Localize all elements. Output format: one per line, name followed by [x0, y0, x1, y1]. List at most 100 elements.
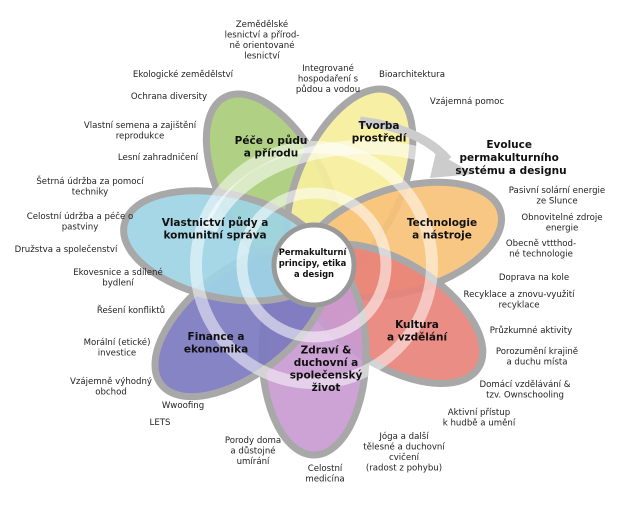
outer-label-line: Průzkumné aktivity — [490, 325, 572, 336]
outer-label-line: půdou a vodou — [296, 84, 360, 95]
outer-label-line: Ekovesnice a sdílené — [73, 267, 163, 278]
outer-label-line: Řešení konfliktů — [97, 305, 165, 316]
outer-label-line: Ekologické zemědělství — [133, 69, 234, 80]
outer-label-line: Obecně vttthod- — [506, 238, 576, 249]
outer-label-line: bydlení — [102, 279, 134, 289]
outer-label-line: Zemědělské — [236, 19, 288, 30]
outer-label-line: Vzájemně výhodný — [70, 376, 152, 387]
outer-label-line: Domácí vzdělávání & — [480, 379, 571, 390]
outer-label-line: Recyklace a znovu-využití — [464, 290, 576, 300]
petal-title-line: život — [312, 382, 341, 394]
evolution-arrow-head — [430, 152, 474, 178]
outer-label: Bioarchitektura — [379, 70, 445, 80]
center-title-line: Permakulturní — [279, 247, 348, 257]
outer-label: Průzkumné aktivity — [490, 325, 572, 336]
outer-label: Lesní zahradničení — [118, 152, 199, 163]
center-title: Permakulturní principy, etika a design — [279, 247, 350, 279]
outer-label-line: a důstojné — [230, 446, 275, 457]
outer-label-line: Aktivní přístup — [448, 408, 510, 418]
petal-title-line: a vzdělání — [387, 331, 448, 343]
outer-label-line: cvičení — [389, 452, 420, 463]
outer-label-line: ze Slunce — [536, 197, 577, 207]
petal-title-line: společenský — [290, 369, 363, 381]
outer-label: Řešení konfliktů — [97, 305, 165, 316]
evolution-title: Evoluce permakulturního systému a design… — [455, 139, 566, 177]
center-title-line: a design — [294, 269, 334, 279]
outer-label-line: Wwoofing — [162, 401, 204, 411]
outer-label-line: Šetrná údržba za pomocí — [36, 175, 144, 187]
outer-label: Ochrana diversity — [131, 92, 207, 102]
petal-title-line: komunitní správa — [163, 229, 266, 241]
outer-label-line: ně orientované — [229, 40, 294, 51]
outer-label-line: Pasivní solární energie — [509, 186, 605, 196]
outer-label-line: Morální (etické) — [84, 337, 151, 348]
petal-title-line: Zdraví & — [301, 344, 352, 356]
outer-label: Obecně vttthod-né technologie — [506, 238, 576, 260]
evolution-heading-line: Evoluce — [486, 139, 532, 151]
outer-label: Domácí vzdělávání &tzv. Ownschooling — [480, 379, 571, 401]
evolution-spiral-arc — [203, 140, 443, 233]
center-circle — [271, 222, 357, 308]
outer-label-line: k hudbě a umění — [443, 418, 516, 429]
outer-label-line: reprodukce — [116, 132, 165, 142]
outer-label-line: Doprava na kole — [499, 273, 569, 283]
outer-label-line: Porody doma — [225, 436, 281, 446]
evolution-heading-line: systému a designu — [455, 165, 566, 177]
outer-label: Wwoofing — [162, 401, 204, 411]
petal-title-line: Péče o půdu — [235, 134, 308, 147]
outer-label-line: LETS — [150, 418, 171, 428]
outer-label-line: Družstva a společenství — [15, 244, 118, 255]
outer-label-line: lesnictví — [244, 52, 280, 62]
outer-label-line: né technologie — [509, 249, 573, 260]
evolution-heading-line: permakulturního — [460, 152, 559, 164]
evolution-ring-inner — [236, 187, 392, 343]
outer-label-line: Lesní zahradničení — [118, 152, 199, 163]
outer-label-line: tzv. Ownschooling — [486, 391, 564, 401]
outer-label-line: Vlastní semena a zajištění — [84, 120, 197, 131]
center-title-line: principy, etika — [279, 258, 346, 268]
outer-label: Ekologické zemědělství — [133, 69, 234, 80]
petal-title-line: Technologie — [407, 217, 477, 229]
petal-title-line: Vlastnictví půdy a — [162, 216, 269, 229]
evolution-spiral — [190, 116, 474, 389]
petal-title-line: a přírodu — [244, 147, 298, 159]
outer-label: Morální (etické)investice — [84, 337, 151, 359]
evolution-heading: Evoluce permakulturního systému a design… — [455, 139, 566, 177]
outer-label-line: umírání — [237, 457, 270, 467]
outer-label-line: a duchu místa — [506, 358, 567, 368]
petal-title-line: ekonomika — [184, 343, 248, 355]
outer-label: Družstva a společenství — [15, 244, 118, 255]
evolution-arrow-shaft — [359, 116, 452, 164]
outer-label-line: tělesné a duchovní — [363, 442, 445, 453]
petal-title-line: Tvorba — [358, 120, 399, 132]
outer-label-line: Vzájemná pomoc — [430, 97, 504, 107]
outer-label-line: investice — [98, 349, 136, 359]
outer-label-line: obchod — [95, 388, 127, 398]
outer-label: Vzájemná pomoc — [430, 97, 504, 107]
outer-label-line: Obnovitelné zdroje — [521, 212, 602, 223]
center: Permakulturní principy, etika a design — [271, 222, 357, 308]
outer-label-line: energie — [546, 224, 579, 234]
